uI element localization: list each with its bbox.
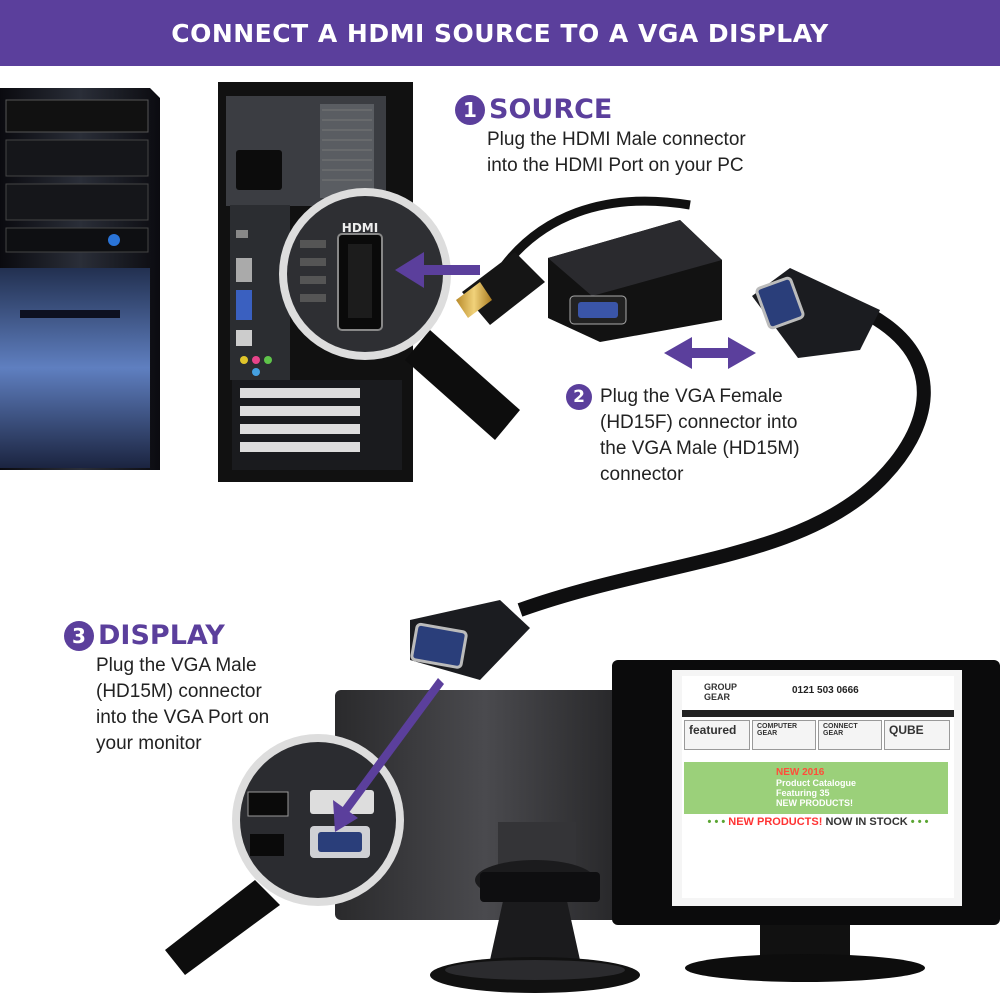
step-number-3: 3 (64, 620, 94, 651)
connect-gear-tile: CONNECT GEAR (818, 720, 882, 750)
step-display: 3 DISPLAY Plug the VGA Male (HD15M) conn… (64, 620, 269, 757)
pc-tower-front (0, 88, 160, 470)
step-number-2: 2 (566, 384, 592, 410)
arrow-3 (333, 678, 444, 832)
title-banner: CONNECT A HDMI SOURCE TO A VGA DISPLAY (0, 0, 1000, 66)
computer-gear-tile: COMPUTER GEAR (752, 720, 816, 750)
new-products-strip: • • • NEW PRODUCTS! NOW IN STOCK • • • (707, 816, 929, 828)
magnifier-vga-port (165, 734, 404, 975)
featured-tile: featured (684, 720, 750, 750)
step-display-text: Plug the VGA Male (HD15M) connector into… (96, 655, 270, 754)
banner-title: CONNECT A HDMI SOURCE TO A VGA DISPLAY (171, 18, 829, 48)
step-title-display: DISPLAY (98, 620, 225, 651)
step-source-text: Plug the HDMI Male connector into the HD… (487, 129, 746, 176)
arrow-1 (395, 252, 480, 288)
step-number-1: 1 (455, 94, 485, 125)
vga-cable (410, 268, 931, 680)
qube-tile: QUBE (884, 720, 950, 750)
monitor-back (335, 690, 640, 993)
step-vga-connect: 2 Plug the VGA Female (HD15F) connector … (566, 384, 800, 488)
arrow-2 (664, 337, 756, 369)
step-title-source: SOURCE (489, 94, 613, 125)
hdmi-vga-adapter (456, 196, 722, 342)
website-nav (682, 710, 954, 717)
step-vga-connect-text: Plug the VGA Female (HD15F) connector in… (600, 386, 800, 485)
catalogue-banner: NEW 2016 Product Catalogue Featuring 35 … (684, 762, 948, 814)
step-source: 1 SOURCE Plug the HDMI Male connector in… (455, 94, 746, 179)
magnifier-hdmi-port: HDMI (279, 188, 520, 440)
website-phone: 0121 503 0666 (792, 685, 859, 696)
hdmi-port-label: HDMI (342, 221, 378, 235)
